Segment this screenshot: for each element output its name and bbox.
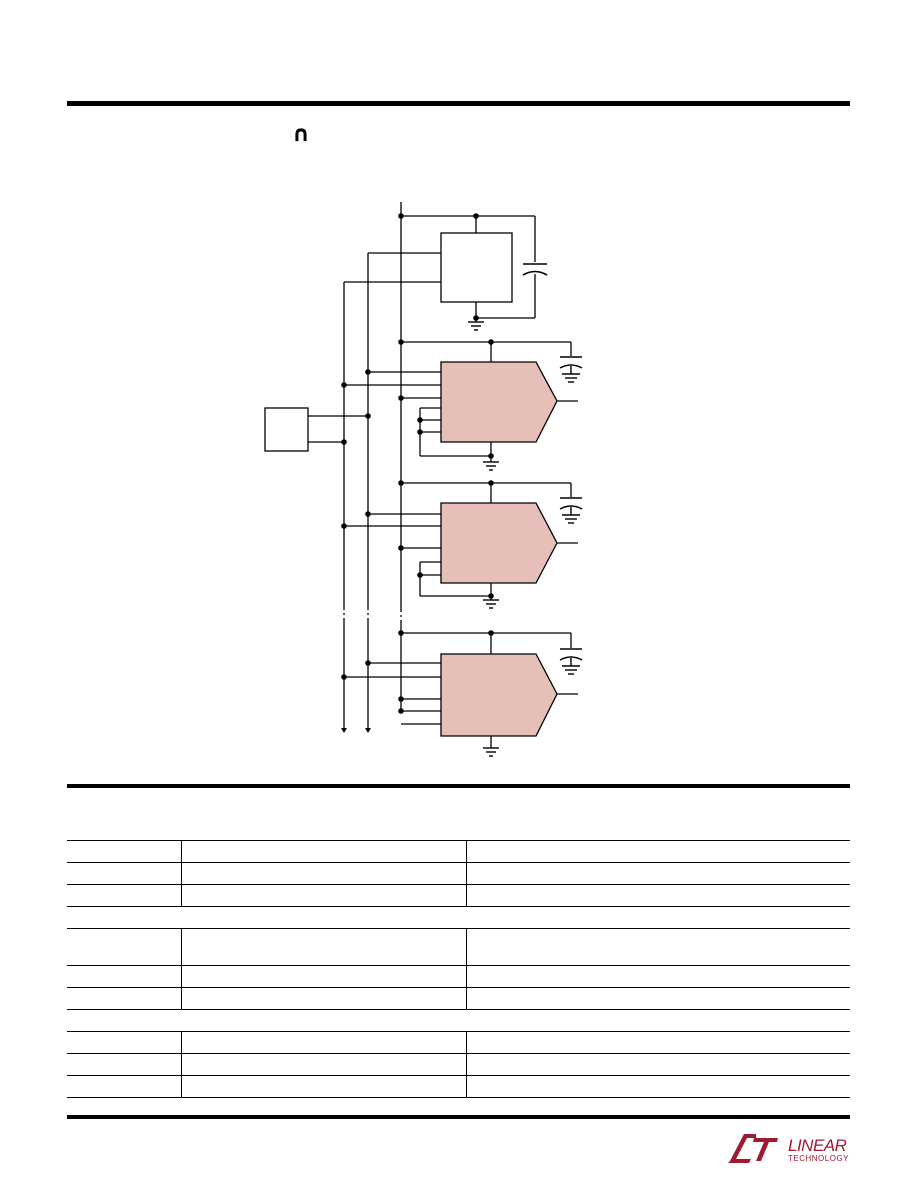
table-cell bbox=[67, 840, 182, 863]
junction-dots bbox=[341, 213, 494, 714]
table-cell bbox=[181, 1053, 467, 1076]
bottom-rule bbox=[67, 1115, 850, 1119]
top-rule bbox=[67, 101, 850, 106]
table-cell bbox=[466, 1031, 850, 1054]
table-row bbox=[67, 840, 850, 863]
amplifier-block bbox=[440, 361, 558, 443]
logo-subtext: TECHNOLOGY bbox=[788, 1154, 849, 1163]
driver-block bbox=[264, 407, 309, 452]
table-row bbox=[67, 862, 850, 885]
regulator-block bbox=[440, 232, 513, 303]
table-cell bbox=[67, 1075, 182, 1098]
capacitor-icon bbox=[522, 263, 548, 276]
logo-wordmark: LINEAR bbox=[788, 1136, 847, 1155]
table-cell bbox=[67, 987, 182, 1010]
table-cell bbox=[67, 862, 182, 885]
table-section-cell bbox=[67, 906, 850, 929]
ground-icon bbox=[483, 747, 499, 757]
table-cell bbox=[466, 840, 850, 863]
capacitor-ground-icon bbox=[559, 497, 583, 524]
table-cell bbox=[67, 928, 182, 966]
bus-arrow bbox=[365, 728, 371, 733]
table-cell bbox=[67, 884, 182, 907]
company-logo: LINEAR TECHNOLOGY bbox=[728, 1134, 849, 1163]
ground-icon bbox=[483, 599, 499, 609]
table-cell bbox=[181, 840, 467, 863]
application-schematic bbox=[264, 202, 583, 757]
table-cell bbox=[466, 928, 850, 966]
table-cell bbox=[181, 862, 467, 885]
table-cell bbox=[181, 884, 467, 907]
capacitor-ground-icon bbox=[559, 648, 583, 675]
table-cell bbox=[466, 862, 850, 885]
table-row bbox=[67, 1053, 850, 1076]
table-row bbox=[67, 884, 850, 907]
bus-arrow bbox=[341, 728, 347, 733]
table-cell bbox=[181, 987, 467, 1010]
section-rule bbox=[67, 784, 850, 788]
table-cell bbox=[466, 965, 850, 988]
table-cell bbox=[181, 928, 467, 966]
amplifier-block bbox=[440, 502, 558, 584]
table-row bbox=[67, 965, 850, 988]
table-cell bbox=[466, 884, 850, 907]
table-cell bbox=[466, 1053, 850, 1076]
spec-table bbox=[67, 840, 850, 1098]
table-section-cell bbox=[67, 1009, 850, 1032]
table-cell bbox=[181, 1031, 467, 1054]
table-cell bbox=[466, 1075, 850, 1098]
ground-icon bbox=[483, 461, 499, 471]
table-cell bbox=[67, 965, 182, 988]
table-row bbox=[67, 1075, 850, 1098]
table-cell bbox=[466, 987, 850, 1010]
table-cell bbox=[181, 965, 467, 988]
amplifier-block bbox=[440, 653, 558, 737]
header-glyph: ∩ bbox=[292, 122, 310, 147]
ground-icon bbox=[468, 321, 484, 331]
table-section-row bbox=[67, 906, 850, 929]
table-row bbox=[67, 987, 850, 1010]
table-row bbox=[67, 1031, 850, 1054]
table-row bbox=[67, 928, 850, 966]
capacitor-ground-icon bbox=[559, 356, 583, 383]
table-section-row bbox=[67, 1009, 850, 1032]
table-cell bbox=[67, 1053, 182, 1076]
schematic-wiring bbox=[308, 202, 578, 748]
logo-mark-icon bbox=[728, 1134, 778, 1163]
table-cell bbox=[181, 1075, 467, 1098]
table-cell bbox=[67, 1031, 182, 1054]
